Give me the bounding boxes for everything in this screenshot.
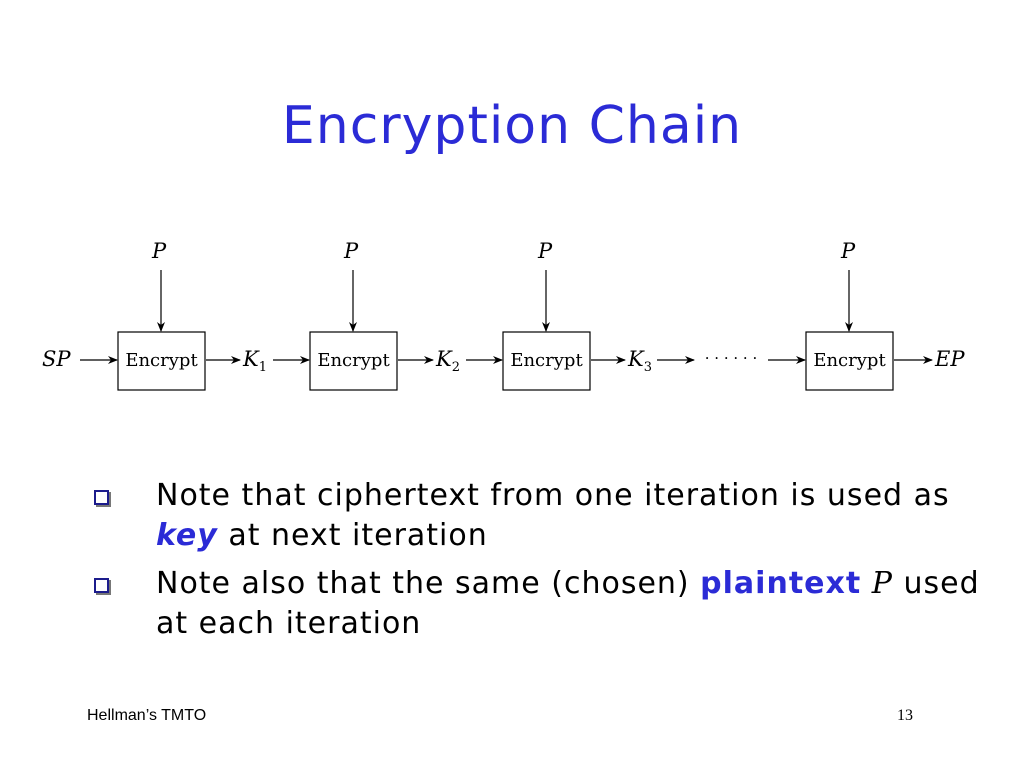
encrypt-box-label: Encrypt xyxy=(125,350,198,371)
bullet-text: used at each iteration xyxy=(156,566,980,641)
end-point-label: EP xyxy=(934,347,965,371)
start-point-label: SP xyxy=(42,347,71,371)
key-label: K2 xyxy=(435,347,460,375)
encrypt-box-label: Encrypt xyxy=(510,350,583,371)
bullet-variable: P xyxy=(871,566,893,601)
plaintext-input-label: P xyxy=(537,239,553,263)
encrypt-box xyxy=(502,331,591,391)
key-label: K3 xyxy=(627,347,652,375)
page-number: 13 xyxy=(897,707,913,724)
slide-title: Encryption Chain xyxy=(281,96,743,156)
bullet-list: Note that ciphertext from one iteration … xyxy=(86,476,986,652)
bullet-emphasis: key xyxy=(156,518,218,553)
key-label: K1 xyxy=(242,347,267,375)
bullet-square-icon xyxy=(94,490,109,505)
plaintext-input-label: P xyxy=(343,239,359,263)
bullet-text: Note that ciphertext from one iteration … xyxy=(156,478,950,513)
encrypt-box xyxy=(117,331,206,391)
encrypt-box-label: Encrypt xyxy=(813,350,886,371)
encrypt-box-label: Encrypt xyxy=(317,350,390,371)
bullet-item: Note that ciphertext from one iteration … xyxy=(86,476,986,556)
bullet-text: at next iteration xyxy=(217,518,488,553)
footer-title: Hellman’s TMTO xyxy=(87,707,207,724)
bullet-item: Note also that the same (chosen) plainte… xyxy=(86,564,986,644)
encryption-chain-diagram: P P P P Encrypt Encrypt Encrypt Encrypt … xyxy=(42,239,965,391)
plaintext-input-label: P xyxy=(151,239,167,263)
plaintext-input-label: P xyxy=(840,239,856,263)
encrypt-box xyxy=(805,331,894,391)
bullet-text: Note also that the same (chosen) xyxy=(156,566,701,601)
bullet-emphasis: plaintext xyxy=(700,566,862,601)
encrypt-box xyxy=(309,331,398,391)
bullet-square-icon xyxy=(94,578,109,593)
ellipsis: · · · · · · xyxy=(705,349,757,367)
